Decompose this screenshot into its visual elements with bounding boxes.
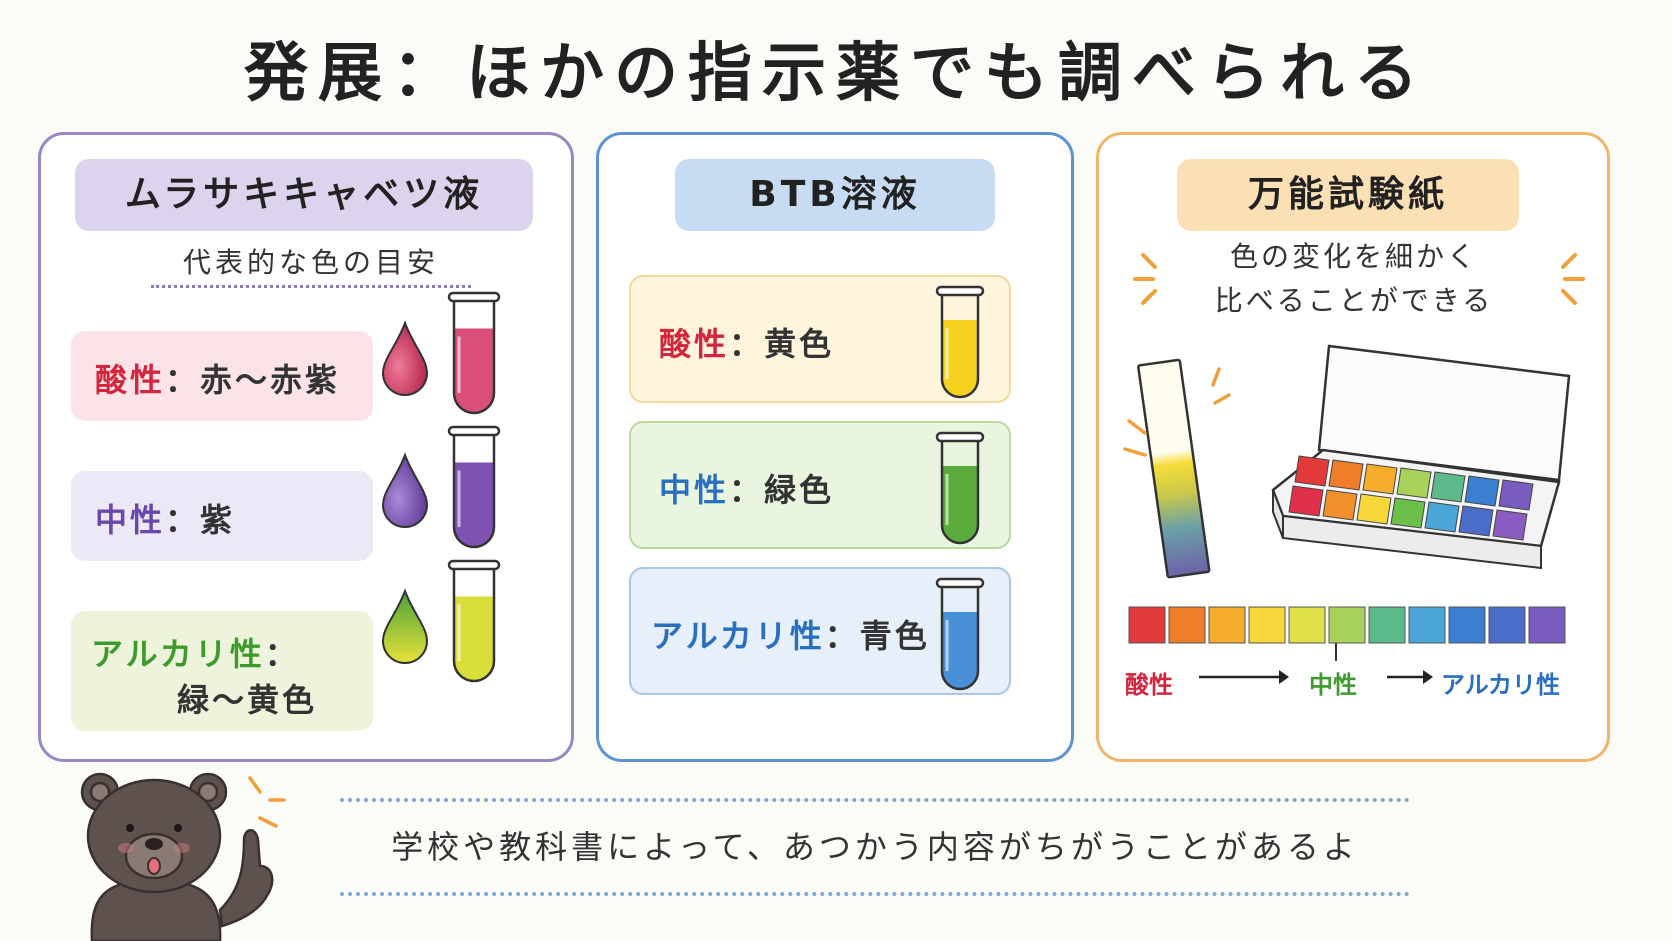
neutral-label: 中性 <box>95 501 166 539</box>
case-color-cell <box>1464 475 1500 507</box>
case-color-cell <box>1356 493 1392 525</box>
acid-color-text: 黄色 <box>764 325 835 363</box>
scale-swatch <box>1408 606 1446 644</box>
btb-title: BTB溶液 <box>675 159 995 231</box>
note-text: 学校や教科書によって、あつかう内容がちがうことがあるよ <box>391 828 1359 866</box>
cabbage-panel: ムラサキキャベツ液 代表的な色の目安 酸性：赤〜赤紫 中性：紫 アルカリ性： 緑… <box>38 132 574 762</box>
scale-swatch <box>1168 606 1206 644</box>
scale-neutral-label: 中性 <box>1309 671 1357 699</box>
acid-label: 酸性 <box>659 325 730 363</box>
scale-swatch <box>1448 606 1486 644</box>
case-color-cell <box>1430 471 1466 503</box>
case-color-cell <box>1362 463 1398 495</box>
case-color-cell <box>1424 501 1460 533</box>
scale-swatch <box>1248 606 1286 644</box>
case-color-cell <box>1492 509 1528 541</box>
scale-swatch <box>1208 606 1246 644</box>
page-title: 発展：ほかの指示薬でも調べられる <box>244 37 1428 111</box>
scale-swatch <box>1328 606 1366 644</box>
neutral-color-text: 紫 <box>200 501 236 539</box>
case-color-cell <box>1288 485 1324 517</box>
ph-test-strip-icon <box>1137 358 1231 579</box>
case-color-cell <box>1458 505 1494 537</box>
cabbage-acid-card: 酸性：赤〜赤紫 <box>71 331 373 421</box>
acid-color-text: 赤〜赤紫 <box>200 361 341 399</box>
scale-swatch <box>1528 606 1566 644</box>
color-chart-case-icon <box>1271 344 1571 570</box>
bear-mascot-icon <box>80 772 286 941</box>
alkali-color-text: 緑〜黄色 <box>177 681 318 719</box>
neutral-tick <box>1335 643 1337 661</box>
scale-swatch <box>1128 606 1166 644</box>
note-dotted-bottom <box>340 892 1410 896</box>
scale-swatch <box>1288 606 1326 644</box>
btb-panel: BTB溶液 酸性：黄色 中性：緑色 アルカリ性：青色 <box>596 132 1074 762</box>
cabbage-title: ムラサキキャベツ液 <box>75 159 533 231</box>
strip-sparkle-icon <box>1123 419 1147 457</box>
case-color-cell <box>1498 479 1534 511</box>
purple-drop-icon <box>381 452 429 528</box>
scale-alkali-label: アルカリ性 <box>1441 671 1561 699</box>
acid-label: 酸性 <box>95 361 166 399</box>
neutral-label: 中性 <box>659 471 730 509</box>
ph-color-scale <box>1128 606 1566 644</box>
sparkle-right-icon <box>1561 253 1585 305</box>
case-color-cell <box>1322 489 1358 521</box>
paper-title: 万能試験紙 <box>1177 159 1519 231</box>
case-color-cell <box>1396 467 1432 499</box>
cabbage-neutral-card: 中性：紫 <box>71 471 373 561</box>
red-drop-icon <box>381 320 429 396</box>
btb-alkali-test-tube-icon <box>935 577 985 691</box>
alkali-label: アルカリ性 <box>651 617 825 655</box>
acid-test-tube-icon <box>447 291 501 415</box>
scale-acid-label: 酸性 <box>1125 671 1173 699</box>
case-color-cell <box>1294 455 1330 487</box>
alkali-label: アルカリ性 <box>91 635 265 673</box>
alkali-color-text: 青色 <box>859 617 930 655</box>
paper-panel: 万能試験紙 色の変化を細かく 比べることができる 酸性 中性 アルカリ性 <box>1096 132 1610 762</box>
cabbage-alkali-card: アルカリ性： 緑〜黄色 <box>71 611 373 731</box>
btb-neutral-test-tube-icon <box>935 431 985 545</box>
green-yellow-drop-icon <box>381 588 429 664</box>
arrow-right-icon <box>1199 670 1289 684</box>
neutral-color-text: 緑色 <box>764 471 835 509</box>
alkali-test-tube-icon <box>447 559 501 683</box>
note-dotted-top <box>340 798 1410 802</box>
sparkle-left-icon <box>1133 253 1157 305</box>
case-color-cell <box>1328 459 1364 491</box>
dotted-divider <box>151 285 471 288</box>
cabbage-subtitle: 代表的な色の目安 <box>182 246 439 279</box>
paper-description: 色の変化を細かく 比べることができる <box>1214 240 1494 317</box>
scale-swatch <box>1488 606 1526 644</box>
neutral-test-tube-icon <box>447 425 501 549</box>
arrow-right-icon <box>1387 670 1433 684</box>
scale-swatch <box>1368 606 1406 644</box>
case-color-cell <box>1390 497 1426 529</box>
btb-acid-test-tube-icon <box>935 285 985 399</box>
